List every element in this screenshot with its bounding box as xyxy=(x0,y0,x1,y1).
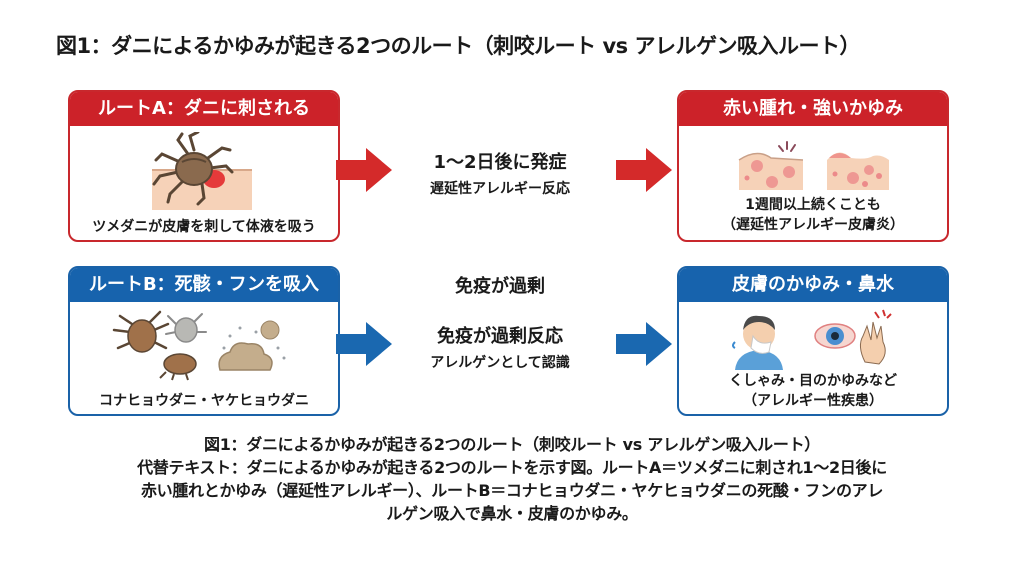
tick-biting-skin-icon xyxy=(70,130,338,212)
route-a-onset: 1〜2日後に発症 xyxy=(433,152,567,173)
sneezing-person-and-itchy-eye-icon xyxy=(679,306,947,370)
route-b-middle-top: 免疫が過剰 xyxy=(400,272,600,298)
route-a-result-header: 赤い腫れ・強いかゆみ xyxy=(679,92,947,126)
figure-caption: 図1：ダニによるかゆみが起きる2つのルート（刺咬ルート vs アレルゲン吸入ルー… xyxy=(40,433,984,525)
route-b-header: ルートB：死骸・フンを吸入 xyxy=(70,268,338,302)
route-a-header: ルートA：ダニに刺される xyxy=(70,92,338,126)
route-a-caption: ツメダニが皮膚を刺して体液を吸う xyxy=(92,219,316,235)
route-b-caption: コナヒョウダニ・ヤケヒョウダニ xyxy=(99,393,309,409)
route-b-immune-reaction: 免疫が過剰反応 xyxy=(437,326,563,347)
caption-line-2: 代替テキスト：ダニによるかゆみが起きる2つのルートを示す図。ルートA＝ツメダニに… xyxy=(137,458,887,477)
route-b-arrow-2 xyxy=(616,322,672,366)
route-b-immune-short: 免疫が過剰 xyxy=(455,276,545,297)
caption-line-1: 図1：ダニによるかゆみが起きる2つのルート（刺咬ルート vs アレルゲン吸入ルー… xyxy=(204,435,820,454)
caption-line-4: ルゲン吸入で鼻水・皮膚のかゆみ。 xyxy=(386,504,638,523)
route-a-box: ルートA：ダニに刺される ツメダニが皮膚を刺して体液を吸う xyxy=(68,90,340,242)
figure-title: 図1：ダニによるかゆみが起きる2つのルート（刺咬ルート vs アレルゲン吸入ルー… xyxy=(56,34,860,58)
swollen-skin-icon xyxy=(679,136,947,192)
route-b-result-box: 皮膚のかゆみ・鼻水 くしゃみ・目のかゆみなど （アレルギー性疾患） xyxy=(677,266,949,416)
route-a-reaction: 遅延性アレルギー反応 xyxy=(430,181,570,197)
route-a-arrow-2 xyxy=(616,148,672,192)
route-b-arrow-1 xyxy=(336,322,392,366)
route-a-middle: 1〜2日後に発症 遅延性アレルギー反応 xyxy=(400,148,600,198)
dust-mites-and-droppings-icon xyxy=(70,308,338,384)
route-b-result-category: （アレルギー性疾患） xyxy=(743,393,883,409)
route-b-middle: 免疫が過剰反応 アレルゲンとして認識 xyxy=(400,322,600,372)
caption-line-3: 赤い腫れとかゆみ（遅延性アレルギー）、ルートB＝コナヒョウダニ・ヤケヒョウダニの… xyxy=(140,481,884,500)
route-b-result-header: 皮膚のかゆみ・鼻水 xyxy=(679,268,947,302)
route-b-allergen-recognition: アレルゲンとして認識 xyxy=(430,355,570,371)
route-a-arrow-1 xyxy=(336,148,392,192)
route-b-box: ルートB：死骸・フンを吸入 コナヒョウダニ・ヤケヒョウダニ xyxy=(68,266,340,416)
route-a-result-duration: 1週間以上続くことも xyxy=(745,197,881,213)
route-b-result-symptoms: くしゃみ・目のかゆみなど xyxy=(729,373,897,389)
route-a-result-box: 赤い腫れ・強いかゆみ 1週間以上続くことも （遅延性アレルギー皮膚炎） xyxy=(677,90,949,242)
route-a-result-diagnosis: （遅延性アレルギー皮膚炎） xyxy=(722,217,904,233)
